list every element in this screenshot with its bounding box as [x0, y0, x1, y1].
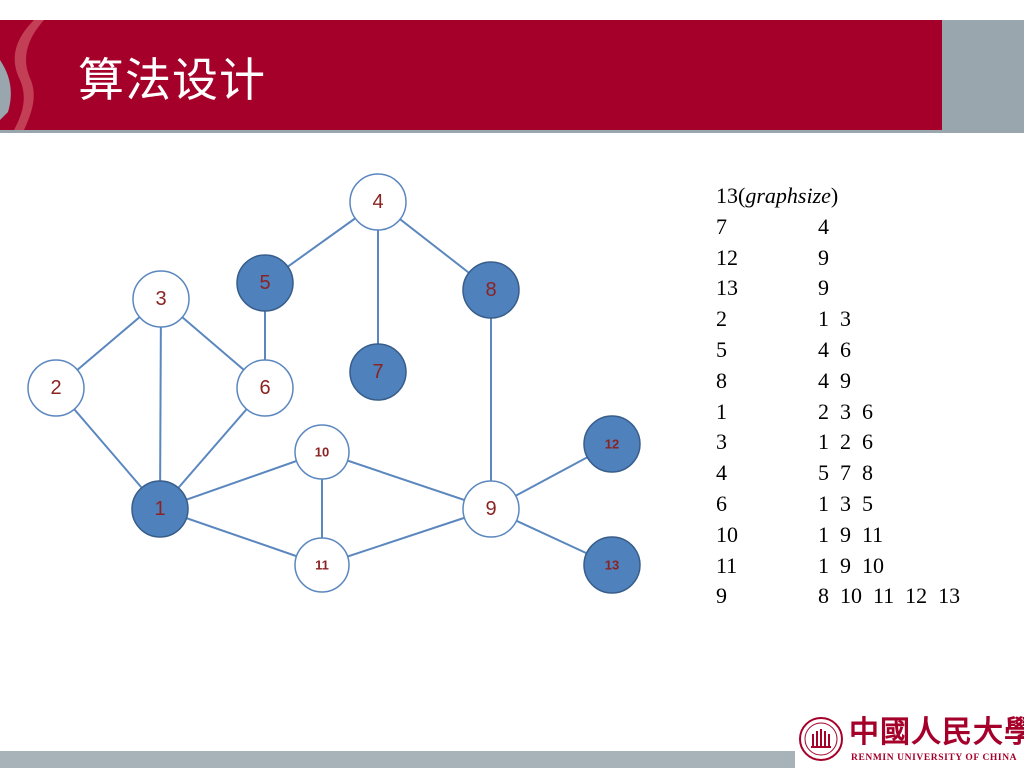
node-label: 3	[155, 288, 166, 310]
university-name-english: RENMIN UNIVERSITY OF CHINA	[851, 753, 1018, 763]
graph-size-close: )	[830, 183, 839, 208]
decorative-swoosh-icon	[0, 20, 44, 130]
node-circle	[294, 537, 350, 593]
node-12: 12	[583, 415, 641, 473]
node-circle	[131, 480, 189, 538]
node-label: 13	[605, 558, 619, 573]
adjacency-row: 12 9	[716, 243, 960, 274]
adjacency-neighbors: 9	[818, 275, 829, 301]
adjacency-row: 3 1 2 6	[716, 427, 960, 458]
edge-9-10	[321, 451, 492, 510]
adjacency-vertex: 7	[716, 213, 727, 239]
node-10: 10	[294, 424, 350, 480]
adjacency-neighbors: 9	[818, 244, 829, 270]
university-logo: 中國人民大學 RENMIN UNIVERSITY OF CHINA	[795, 713, 1024, 768]
adjacency-neighbors: 1 3 5	[818, 490, 873, 516]
node-circle	[132, 270, 190, 328]
adjacency-row: 6 1 3 5	[716, 489, 960, 520]
adjacency-row: 8 4 9	[716, 366, 960, 397]
node-label: 11	[315, 558, 329, 573]
graph-size-header: 13(graphsize)	[716, 181, 960, 212]
node-1: 1	[131, 480, 189, 538]
node-9: 9	[462, 480, 520, 538]
adjacency-vertex: 4	[716, 460, 727, 486]
node-circle	[349, 173, 407, 231]
adjacency-vertex: 8	[716, 367, 727, 393]
adjacency-neighbors: 2 3 6	[818, 398, 873, 424]
node-label: 1	[154, 498, 165, 520]
graph-size-number: 13(	[716, 183, 746, 208]
node-4: 4	[349, 173, 407, 231]
node-label: 2	[50, 377, 61, 399]
node-circle	[583, 536, 641, 594]
university-seal-icon	[799, 717, 843, 761]
node-circle	[583, 415, 641, 473]
edge-9-11	[321, 508, 492, 566]
adjacency-vertex: 6	[716, 490, 727, 516]
node-label: 10	[315, 445, 329, 460]
node-circle	[349, 343, 407, 401]
adjacency-row: 4 5 7 8	[716, 458, 960, 489]
adjacency-vertex: 11	[716, 552, 738, 578]
node-label: 4	[372, 191, 383, 213]
node-circle	[236, 359, 294, 417]
node-8: 8	[462, 261, 520, 319]
node-7: 7	[349, 343, 407, 401]
node-label: 7	[372, 361, 383, 383]
adjacency-neighbors: 8 10 11 12 13	[818, 583, 961, 609]
node-label: 6	[259, 377, 270, 399]
adjacency-row: 1 2 3 6	[716, 397, 960, 428]
adjacency-row: 2 1 3	[716, 304, 960, 335]
footer-gray-bar	[0, 751, 1024, 768]
adjacency-row: 9 8 10 11 12 13	[716, 581, 960, 612]
adjacency-neighbors: 5 7 8	[818, 460, 873, 486]
adjacency-vertex: 2	[716, 306, 727, 332]
adjacency-vertex: 13	[716, 275, 738, 301]
adjacency-neighbors: 4 9	[818, 367, 851, 393]
node-label: 9	[485, 498, 496, 520]
adjacency-neighbors: 1 2 6	[818, 429, 873, 455]
adjacency-neighbors: 1 3	[818, 306, 851, 332]
node-circle	[294, 424, 350, 480]
adjacency-neighbors: 1 9 10	[818, 552, 884, 578]
adjacency-row: 11 1 9 10	[716, 551, 960, 582]
node-label: 8	[485, 279, 496, 301]
adjacency-vertex: 10	[716, 521, 738, 547]
graph-size-label: graphsize	[745, 183, 831, 208]
node-circle	[27, 359, 85, 417]
adjacency-vertex: 9	[716, 583, 727, 609]
node-3: 3	[132, 270, 190, 328]
node-circle	[462, 480, 520, 538]
title-band	[0, 20, 942, 130]
adjacency-row: 5 4 6	[716, 335, 960, 366]
node-11: 11	[294, 537, 350, 593]
adjacency-vertex: 1	[716, 398, 727, 424]
node-label: 5	[259, 272, 270, 294]
node-13: 13	[583, 536, 641, 594]
university-name-chinese: 中國人民大學	[849, 715, 1024, 750]
adjacency-row: 13 9	[716, 273, 960, 304]
adjacency-vertex: 12	[716, 244, 738, 270]
edge-1-3	[159, 298, 162, 510]
adjacency-neighbors: 1 9 11	[818, 521, 884, 547]
node-circle	[462, 261, 520, 319]
adjacency-neighbors: 4 6	[818, 336, 851, 362]
slide-title: 算法设计	[78, 53, 266, 107]
node-circle	[236, 254, 294, 312]
adjacency-vertex: 5	[716, 336, 727, 362]
adjacency-neighbors: 4	[818, 213, 829, 239]
node-2: 2	[27, 359, 85, 417]
adjacency-row: 10 1 9 11	[716, 520, 960, 551]
node-6: 6	[236, 359, 294, 417]
node-5: 5	[236, 254, 294, 312]
node-label: 12	[605, 437, 619, 452]
adjacency-vertex: 3	[716, 429, 727, 455]
